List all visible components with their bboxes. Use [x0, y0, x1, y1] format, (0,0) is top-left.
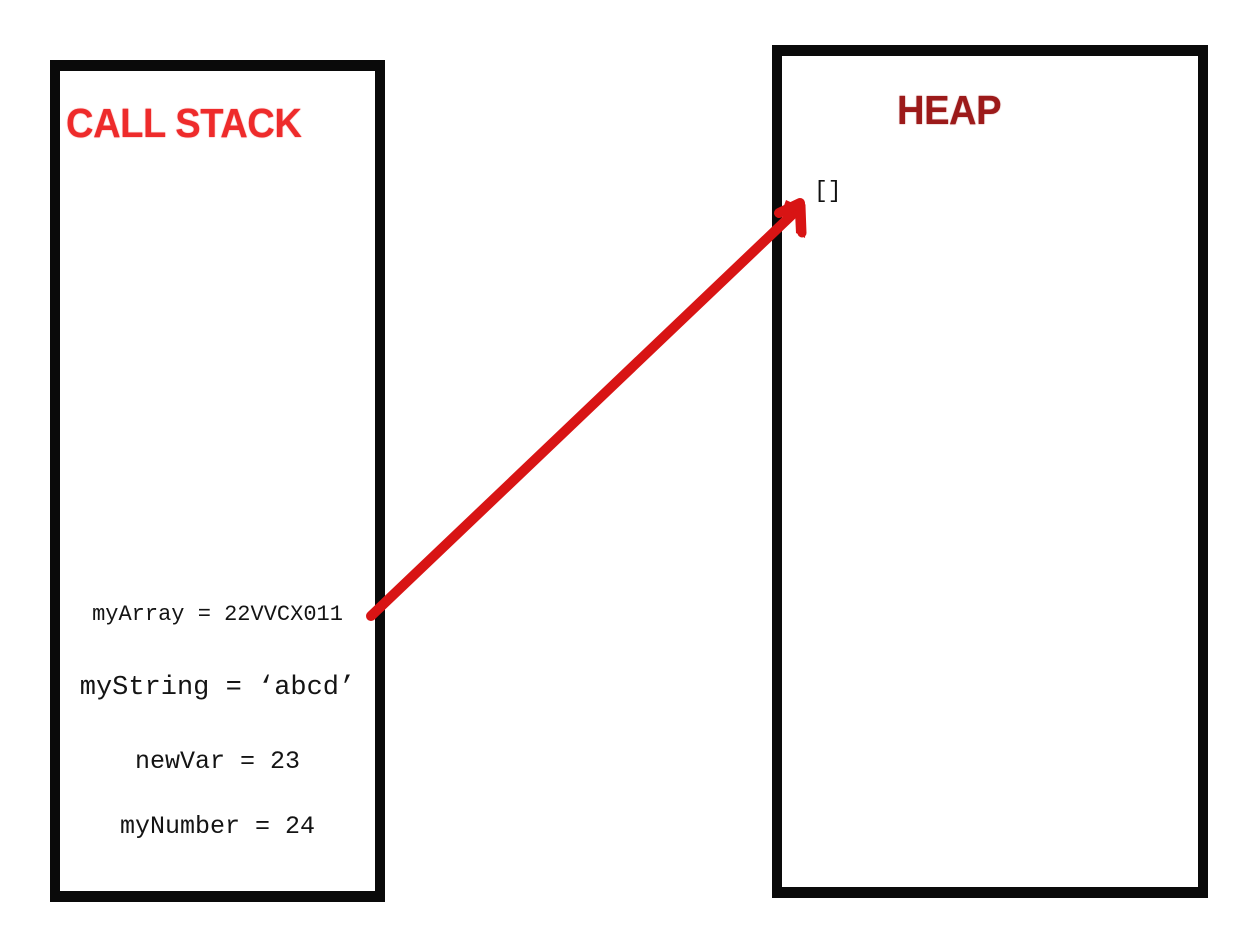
arrow-shaft — [366, 205, 802, 621]
heap-box — [772, 45, 1208, 898]
stack-variable-my-string: myString = ‘abcd’ — [79, 673, 356, 703]
heap-title: HEAP — [897, 87, 1002, 133]
call-stack-box — [50, 60, 385, 902]
stack-variable-my-number: myNumber = 24 — [119, 812, 316, 841]
heap-array-literal: [] — [814, 178, 842, 204]
call-stack-title: CALL STACK — [66, 100, 302, 146]
stack-variable-my-array: myArray = 22VVCX011 — [92, 602, 343, 627]
stack-variable-new-var: newVar = 23 — [134, 747, 301, 776]
